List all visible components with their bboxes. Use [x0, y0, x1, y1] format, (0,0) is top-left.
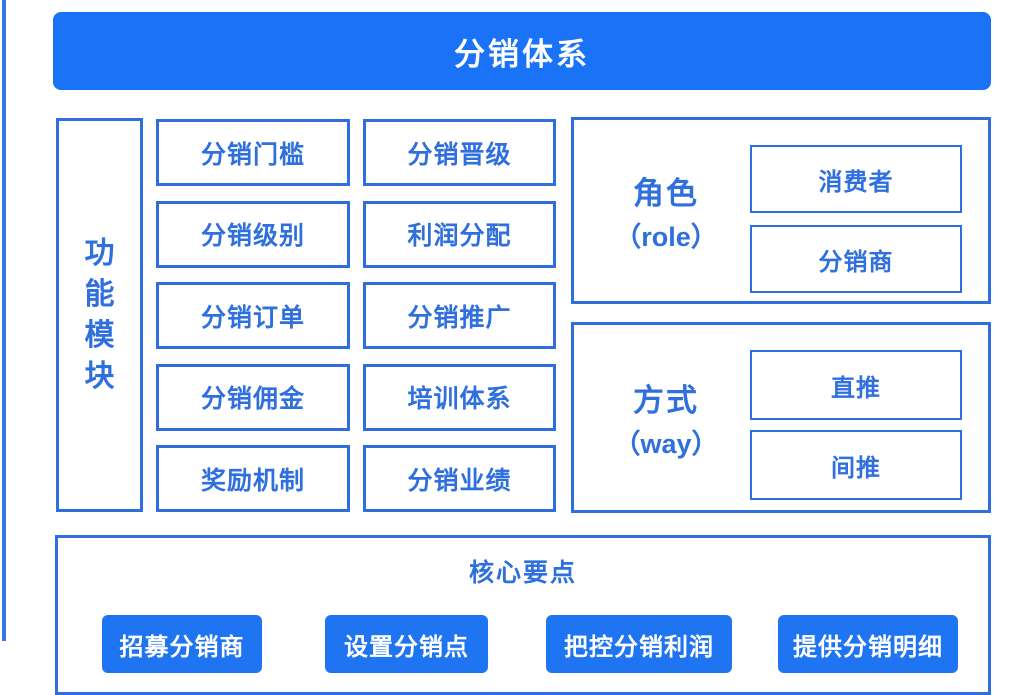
module-box-profit-share: 利润分配 — [363, 200, 556, 268]
module-box-threshold: 分销门槛 — [156, 119, 350, 186]
way-panel: 方式 （way） 直推 间推 — [571, 322, 991, 513]
module-box-training: 培训体系 — [363, 363, 556, 431]
function-modules-label-box: 功 能 模 块 — [56, 118, 143, 512]
role-panel: 角色 （role） 消费者 分销商 — [571, 117, 991, 304]
core-point-control-profit: 把控分销利润 — [546, 615, 732, 673]
way-item-direct: 直推 — [750, 350, 962, 420]
core-point-recruit-distributors: 招募分销商 — [102, 615, 262, 673]
module-grid-column-2: 分销晋级 利润分配 分销推广 培训体系 分销业绩 — [363, 119, 556, 512]
core-point-set-distribution-points: 设置分销点 — [325, 615, 488, 673]
diagram-title: 分销体系 — [454, 36, 590, 72]
module-box-promotion-rank: 分销晋级 — [363, 119, 556, 186]
module-box-order: 分销订单 — [156, 282, 350, 349]
function-modules-char-2: 能 — [84, 278, 115, 311]
function-modules-char-1: 功 — [84, 237, 115, 270]
role-item-consumer: 消费者 — [750, 145, 962, 213]
module-box-commission: 分销佣金 — [156, 363, 350, 431]
left-accent-line — [2, 0, 6, 641]
way-label-cn: 方式 — [633, 382, 699, 418]
way-label-en: （way） — [613, 428, 719, 459]
module-box-reward: 奖励机制 — [156, 445, 350, 512]
module-box-spread: 分销推广 — [363, 282, 556, 349]
core-point-provide-details: 提供分销明细 — [778, 615, 958, 673]
way-item-indirect: 间推 — [750, 430, 962, 500]
function-modules-char-3: 模 — [84, 319, 115, 352]
role-label-en: （role） — [614, 221, 718, 252]
core-points-title: 核心要点 — [468, 559, 577, 587]
role-panel-label: 角色 （role） — [586, 120, 746, 301]
module-box-performance: 分销业绩 — [363, 445, 556, 512]
function-modules-char-4: 块 — [84, 360, 115, 393]
role-label-cn: 角色 — [633, 175, 699, 211]
role-item-distributor: 分销商 — [750, 225, 962, 293]
way-panel-label: 方式 （way） — [586, 325, 746, 510]
module-grid-column-1: 分销门槛 分销级别 分销订单 分销佣金 奖励机制 — [156, 119, 350, 512]
module-box-level: 分销级别 — [156, 200, 350, 268]
diagram-title-banner: 分销体系 — [53, 12, 991, 90]
